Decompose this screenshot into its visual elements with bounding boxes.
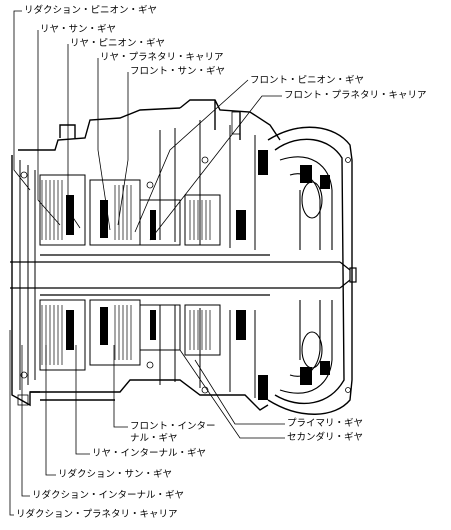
label-front-pinion-gear: フロント・ピニオン・ギヤ bbox=[250, 75, 365, 86]
label-primary-gear: プライマリ・ギヤ bbox=[287, 418, 364, 429]
label-rear-sun-gear: リヤ・サン・ギヤ bbox=[40, 24, 117, 35]
label-secondary-gear: セカンダリ・ギヤ bbox=[287, 432, 364, 443]
label-rear-internal-gear: リヤ・インターナル・ギヤ bbox=[92, 448, 207, 459]
label-reduction-pinion-gear: リダクション・ピニオン・ギヤ bbox=[24, 5, 158, 16]
label-front-internal-gear-line2: ナル・ギヤ bbox=[130, 433, 178, 444]
label-reduction-sun-gear: リダクション・サン・ギヤ bbox=[58, 469, 173, 480]
label-front-planetary-carrier: フロント・プラネタリ・キャリア bbox=[284, 90, 427, 101]
label-front-sun-gear: フロント・サン・ギヤ bbox=[130, 66, 226, 77]
label-rear-pinion-gear: リヤ・ピニオン・ギヤ bbox=[70, 38, 166, 49]
label-front-internal-gear-line1: フロント・インター bbox=[130, 421, 216, 432]
housing-outline bbox=[11, 99, 353, 415]
label-reduction-planetary-carrier: リダクション・プラネタリ・キャリア bbox=[16, 509, 178, 520]
clutch-packs bbox=[41, 180, 211, 365]
bolts bbox=[17, 111, 351, 406]
inner-structure bbox=[19, 120, 256, 398]
label-rear-planetary-carrier: リヤ・プラネタリ・キャリア bbox=[100, 52, 224, 63]
main-shaft bbox=[10, 254, 357, 296]
label-reduction-internal-gear: リダクション・インターナル・ギヤ bbox=[32, 490, 185, 501]
gear-blocks bbox=[66, 150, 330, 400]
torque-converter bbox=[279, 156, 333, 394]
